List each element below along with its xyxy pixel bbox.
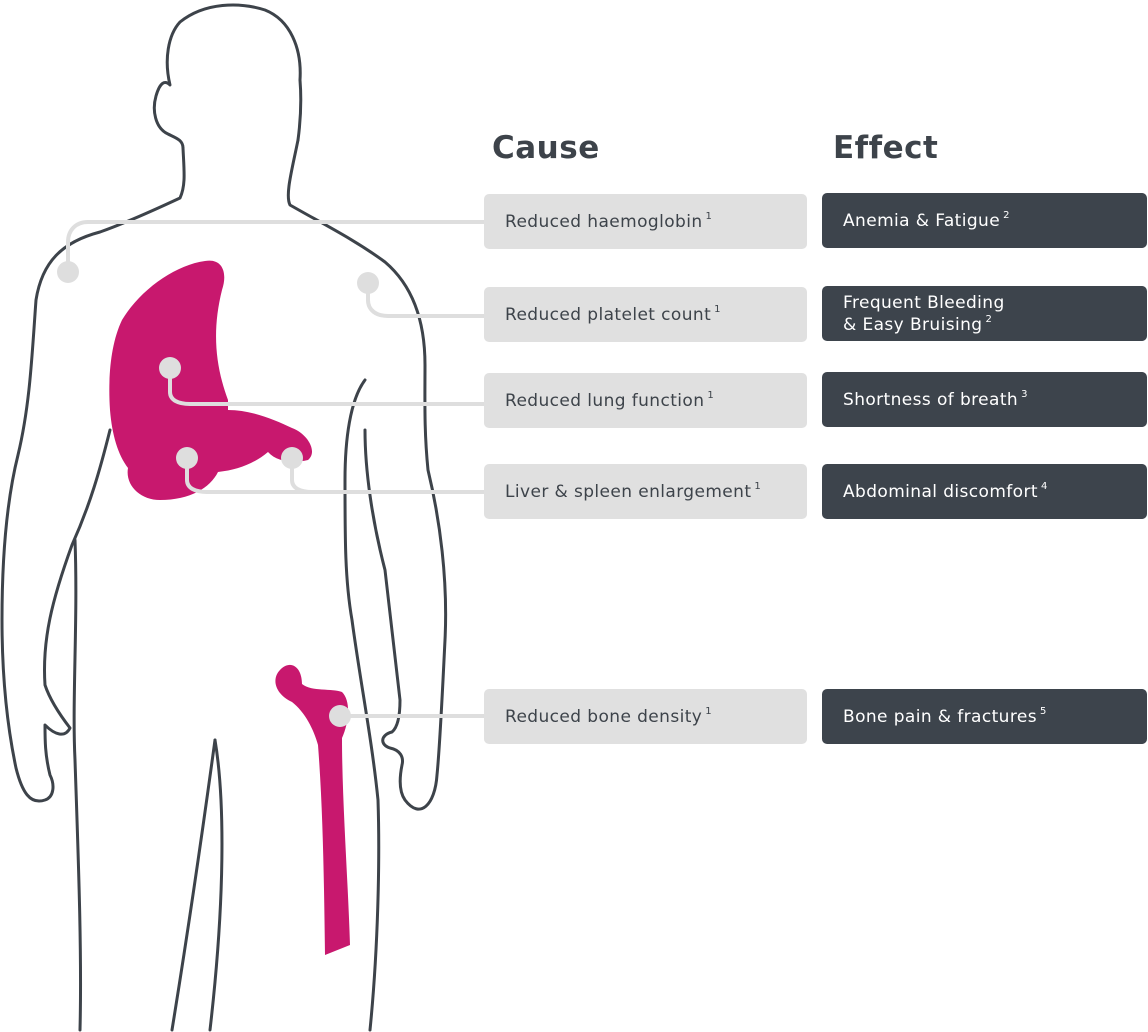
- connector-dot: [281, 447, 303, 469]
- connector-haemoglobin: [66, 220, 484, 272]
- connector-platelet: [366, 283, 484, 318]
- reference-number: 4: [1040, 480, 1048, 492]
- effect-label-line-1: Frequent Bleeding: [843, 292, 1005, 313]
- reference-number: 2: [1003, 209, 1010, 221]
- cause-heading: Cause: [492, 130, 600, 166]
- lung-shape: [109, 260, 228, 410]
- cause-label: Reduced lung function: [505, 390, 705, 411]
- connector-dot: [176, 447, 198, 469]
- cause-label: Reduced haemoglobin: [505, 211, 703, 232]
- connector-dot: [329, 705, 351, 727]
- reference-number: 1: [707, 389, 715, 401]
- reference-number: 1: [705, 705, 712, 717]
- reference-number: 2: [985, 313, 993, 325]
- femur-shape: [275, 664, 350, 955]
- connector-dots: [57, 261, 379, 727]
- effect-label: Shortness of breath: [843, 389, 1019, 410]
- connector-liver: [185, 458, 484, 494]
- connector-dot: [357, 272, 379, 294]
- cause-label: Liver & spleen enlargement: [505, 481, 752, 502]
- torso-right-outline: [286, 138, 448, 811]
- effect-label: Anemia & Fatigue: [843, 210, 1001, 231]
- effect-label-line-2: & Easy Bruising: [843, 314, 983, 335]
- connector-lung: [168, 368, 484, 406]
- reference-number: 1: [754, 480, 762, 492]
- effect-label: Abdominal discomfort: [843, 481, 1038, 502]
- leg-left-outline: [72, 538, 83, 1032]
- effect-heading: Effect: [833, 130, 939, 166]
- connector-spleen: [290, 458, 313, 494]
- crotch-outline: [208, 738, 224, 1032]
- connector-dot: [57, 261, 79, 283]
- liver-spleen-shape: [110, 410, 313, 500]
- reference-number: 3: [1021, 388, 1028, 400]
- effect-label: Bone pain & fractures: [843, 706, 1037, 727]
- inner-arm-right-outline: [343, 378, 381, 1032]
- connector-dot: [159, 357, 181, 379]
- cause-label: Reduced bone density: [505, 706, 703, 727]
- reference-number: 1: [714, 303, 721, 315]
- connector-lines: [66, 220, 484, 718]
- head-outline: [152, 3, 303, 150]
- reference-number: 5: [1039, 705, 1047, 717]
- groin-outline: [170, 738, 217, 1032]
- body-outline: [0, 3, 448, 1032]
- reference-number: 1: [705, 210, 713, 222]
- cause-label: Reduced platelet count: [505, 304, 712, 325]
